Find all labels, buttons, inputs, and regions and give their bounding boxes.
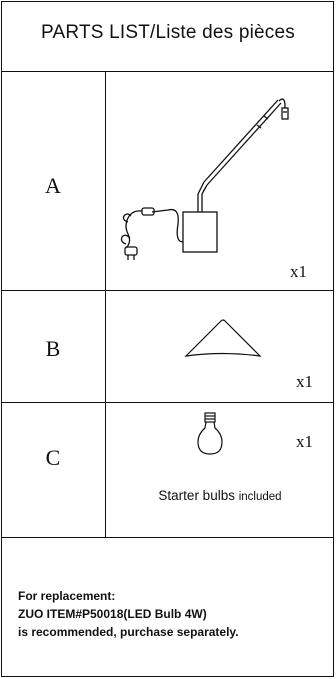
- part-quantity-c: x1: [296, 432, 313, 451]
- header-divider: [1, 71, 334, 72]
- starter-bulbs-caption: Starter bulbs included: [108, 488, 332, 503]
- page-title: PARTS LIST/Liste des pièces: [41, 22, 295, 43]
- light-bulb-icon: [197, 412, 223, 455]
- part-quantity-a: x1: [290, 262, 307, 281]
- replacement-note-line-3: is recommended, purchase separately.: [18, 625, 239, 639]
- starter-bulbs-included: included: [238, 491, 282, 503]
- column-divider: [105, 71, 106, 537]
- lamp-shade-icon: [184, 319, 262, 357]
- part-letter-a: A: [45, 173, 61, 198]
- replacement-note-line-2: ZUO ITEM#P50018(LED Bulb 4W): [18, 607, 207, 621]
- replacement-note: For replacement: ZUO ITEM#P50018(LED Bul…: [18, 587, 323, 641]
- row-divider-c-note: [1, 537, 334, 538]
- part-quantity-b: x1: [296, 372, 313, 391]
- replacement-note-line-1: For replacement:: [18, 589, 116, 603]
- floor-lamp-icon: [120, 98, 289, 260]
- part-letter-c: C: [45, 445, 61, 470]
- row-divider-a-b: [1, 290, 334, 291]
- starter-bulbs-label: Starter bulbs: [158, 488, 235, 503]
- part-letter-b: B: [45, 336, 61, 361]
- row-divider-b-c: [1, 402, 334, 403]
